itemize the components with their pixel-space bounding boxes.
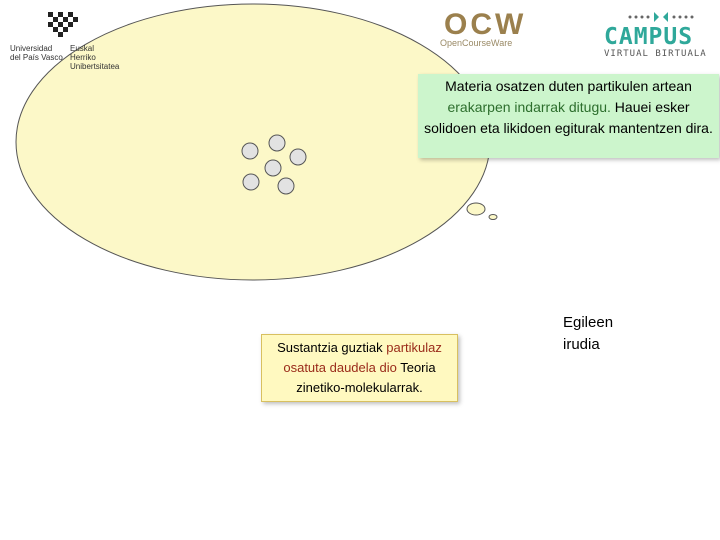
credit-text: Egileen irudia — [563, 312, 633, 356]
note-kinetic-theory: Sustantzia guztiak partikulaz osatuta da… — [261, 334, 458, 402]
ehu-name-eu-line1: Euskal Herriko — [70, 44, 120, 62]
note-bottom-highlight-2: osatuta daudela dio — [283, 360, 396, 375]
ehu-name-es-line1: Universidad — [10, 44, 63, 53]
particle — [269, 135, 285, 151]
note-top-text: Materia osatzen duten partikulen artean — [445, 78, 692, 94]
thought-bubble-tail-small — [489, 215, 497, 220]
particle — [242, 143, 258, 159]
campus-logo: CAMPUS VIRTUAL BIRTUALA — [600, 8, 720, 58]
campus-dots-icon — [626, 10, 706, 24]
note-bottom-text: Sustantzia guztiak — [277, 340, 386, 355]
particle — [243, 174, 259, 190]
thought-bubble-tail-large — [467, 203, 485, 215]
ehu-name-eu-line2: Unibertsitatea — [70, 62, 120, 71]
ehu-tree-icon — [10, 8, 120, 42]
particle — [278, 178, 294, 194]
ehu-logo: Universidad del País Vasco Euskal Herrik… — [10, 8, 120, 58]
ocw-logo-title: OCW — [444, 8, 526, 42]
note-attraction-forces: Materia osatzen duten partikulen artean … — [418, 74, 719, 158]
particle — [265, 160, 281, 176]
note-top-highlight: erakarpen indarrak ditugu. — [447, 99, 610, 115]
campus-logo-subtitle: VIRTUAL BIRTUALA — [604, 49, 707, 59]
ehu-name-es-line2: del País Vasco — [10, 53, 63, 62]
ocw-logo-subtitle: OpenCourseWare — [440, 38, 512, 48]
campus-logo-title: CAMPUS — [604, 24, 693, 50]
note-bottom-highlight: partikulaz — [386, 340, 442, 355]
image-credit: Egileen irudia — [563, 312, 633, 356]
particle — [290, 149, 306, 165]
ocw-logo: OCW OpenCourseWare — [440, 8, 530, 48]
